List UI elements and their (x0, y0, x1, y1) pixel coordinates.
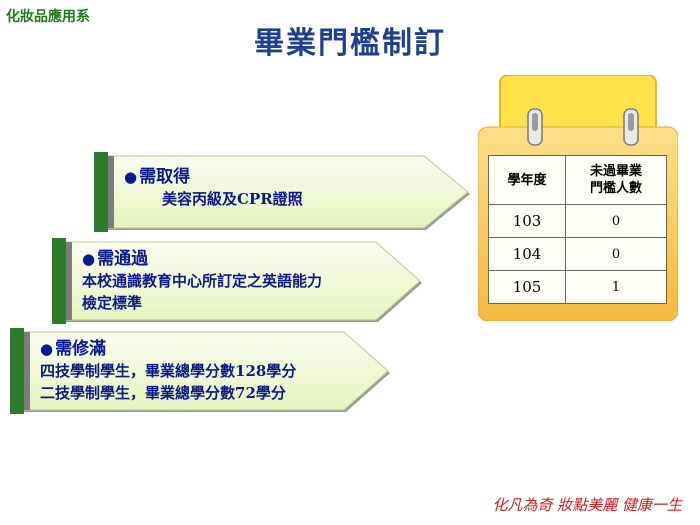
header-count-line: 未過畢業 (590, 164, 643, 179)
requirement-heading: 需通過 (97, 249, 149, 269)
year-cell: 105 (487, 270, 567, 304)
requirement-arrow-3: ●需修滿 四技學制學生，畢業總學分數128學分 二技學制學生，畢業總學分數72學… (10, 328, 392, 414)
header-year: 學年度 (487, 155, 567, 205)
bullet-icon: ● (40, 340, 54, 358)
requirement-line: 四技學制學生，畢業總學分數128學分 (40, 362, 297, 380)
requirement-heading: 需取得 (139, 167, 191, 187)
bullet-icon: ● (82, 250, 96, 268)
requirement-line: 美容丙級及CPR證照 (162, 190, 303, 208)
arrow-shape-icon (94, 152, 470, 232)
arrow-shape-icon (10, 328, 390, 414)
year-cell: 103 (487, 204, 567, 238)
calendar-panel: 學年度 未過畢業 門檻人數 103 0 104 0 105 1 (478, 75, 678, 321)
requirement-arrow-2: ●需通過 本校通識教育中心所訂定之英語能力 檢定標準 (52, 238, 424, 324)
header-count-line: 門檻人數 (590, 181, 643, 196)
table-row: 105 1 (487, 270, 667, 304)
graduation-table: 學年度 未過畢業 門檻人數 103 0 104 0 105 1 (487, 155, 667, 304)
count-cell: 0 (565, 204, 667, 238)
department-label: 化妝品應用系 (6, 9, 90, 25)
page-title: 畢業門檻制訂 (254, 26, 446, 61)
year-cell: 104 (487, 237, 567, 271)
arrow-shape-icon (52, 238, 422, 324)
table-row: 103 0 (487, 204, 667, 238)
requirement-line: 檢定標準 (82, 294, 143, 312)
footer-slogan: 化凡為奇 妝點美麗 健康一生 (492, 496, 682, 514)
bullet-icon: ● (124, 168, 138, 186)
count-cell: 0 (565, 237, 667, 271)
count-cell: 1 (565, 270, 667, 304)
table-row: 104 0 (487, 237, 667, 271)
requirement-line: 本校通識教育中心所訂定之英語能力 (82, 272, 323, 290)
header-count: 未過畢業 門檻人數 (565, 155, 667, 205)
requirement-arrow-1: ●需取得 美容丙級及CPR證照 (94, 152, 472, 232)
table-header-row: 學年度 未過畢業 門檻人數 (487, 155, 667, 205)
requirement-heading: 需修滿 (55, 339, 107, 359)
requirement-line: 二技學制學生，畢業總學分數72學分 (40, 384, 286, 402)
